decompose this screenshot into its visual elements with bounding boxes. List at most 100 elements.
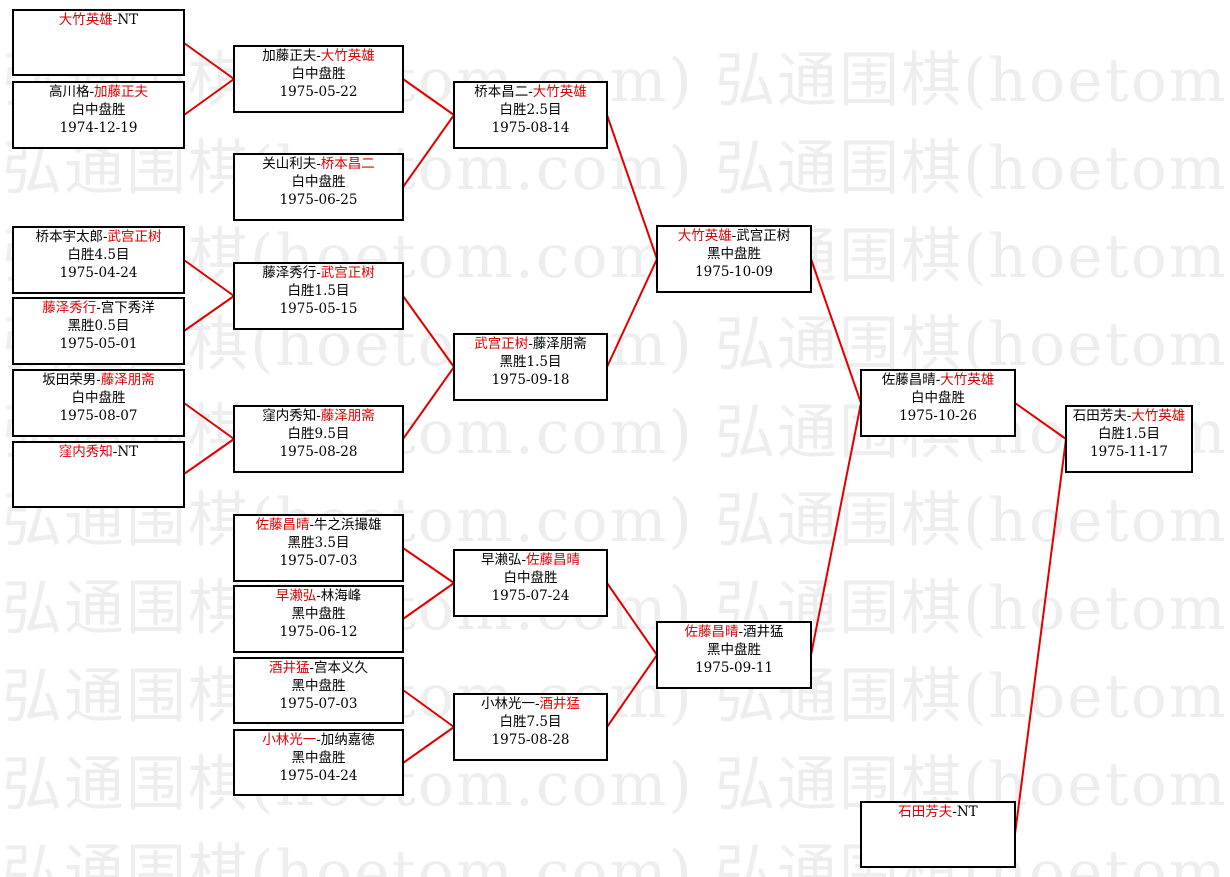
match-result: 白中盘胜 [911,390,965,406]
player-winner: 石田芳夫 [898,804,953,820]
match-result: 白中盘胜 [291,66,346,82]
match-players: 石田芳夫-大竹英雄 [1067,407,1191,425]
connector-line [402,582,455,620]
match-box: 佐藤昌晴-大竹英雄 白中盘胜 1975-10-26 [860,369,1016,437]
player-separator: - [89,84,95,100]
match-players: 酒井猛-宫本义久 [235,659,402,677]
match-players: 佐藤昌晴-大竹英雄 [862,371,1014,389]
match-date: 1975-04-24 [279,768,358,784]
player-winner: 武宫正树 [320,265,375,281]
match-date: 1975-06-12 [279,624,358,640]
player-winner: 大竹英雄 [1131,408,1186,424]
match-box-final: 石田芳夫-大竹英雄 白胜1.5目 1975-11-17 [1065,405,1193,473]
connector-line [183,259,235,297]
player-loser: 加藤正夫 [262,48,317,64]
match-result: 黑胜0.5目 [67,318,130,334]
connector-line [1014,402,1067,440]
match-box: 大竹英雄-NT [12,9,185,76]
player-separator: - [316,588,321,604]
connector-line [606,582,658,656]
connector-line [183,42,235,80]
player-separator: - [952,804,957,820]
match-players: 佐藤昌晴-牛之浜撮雄 [235,516,402,534]
connector-line [810,258,862,404]
player-separator: - [112,12,118,28]
player-loser: 藤泽朋斋 [532,336,587,352]
match-date: 1975-05-01 [59,336,138,352]
match-date: 1975-08-07 [59,408,138,424]
player-loser: 宫本义久 [314,660,369,676]
player-loser: 早濑弘 [480,552,522,568]
connector-line [1014,438,1067,835]
player-winner: 大竹英雄 [320,48,375,64]
player-loser: 桥本宇太郎 [35,229,103,245]
match-date: 1974-12-19 [59,120,138,136]
match-players: 关山利夫-桥本昌二 [235,155,402,173]
match-result: 黑胜1.5目 [499,354,562,370]
player-separator: - [316,408,321,424]
match-box: 窪内秀知-NT [12,441,185,508]
match-box: 早濑弘-佐藤昌晴 白中盘胜 1975-07-24 [453,549,608,617]
match-players: 坂田荣男-藤泽朋斋 [14,371,183,389]
match-box: 小林光一-加纳嘉徳 黑中盘胜 1975-04-24 [233,729,404,796]
match-box: 加藤正夫-大竹英雄 白中盘胜 1975-05-22 [233,45,404,113]
player-winner: 窪内秀知 [58,444,113,460]
match-result: 黑中盘胜 [291,606,346,622]
match-players: 大竹英雄-武宫正树 [658,227,810,245]
player-separator: - [309,660,315,676]
match-date: 1975-10-09 [695,264,773,280]
player-separator: - [96,372,101,388]
match-box: 小林光一-酒井猛 白胜7.5目 1975-08-28 [453,693,608,761]
match-players: 藤泽秀行-武宫正树 [235,264,402,282]
match-players: 高川格-加藤正夫 [14,83,183,101]
match-box: 坂田荣男-藤泽朋斋 白中盘胜 1975-08-07 [12,369,185,437]
player-winner: 大竹英雄 [677,228,732,244]
player-loser: 桥本昌二 [474,84,529,100]
connector-line [183,402,235,440]
player-separator: - [112,444,118,460]
player-winner: 佐藤昌晴 [684,624,739,640]
player-loser: 坂田荣男 [42,372,97,388]
player-opponent: NT [117,444,139,460]
match-date: 1975-05-22 [279,84,358,100]
match-players: 窪内秀知-藤泽朋斋 [235,407,402,425]
player-separator: - [528,336,533,352]
match-result: 白中盘胜 [71,390,126,406]
player-separator: - [316,48,321,64]
player-winner: 藤泽秀行 [42,300,97,316]
match-date: 1975-10-26 [899,408,977,424]
match-date: 1975-07-03 [279,696,358,712]
player-separator: - [96,300,101,316]
player-separator: - [102,229,108,245]
player-loser: 高川格 [48,84,90,100]
match-result: 白中盘胜 [71,102,126,118]
connector-line [810,402,862,656]
match-box: 桥本昌二-大竹英雄 白胜2.5目 1975-08-14 [453,81,608,149]
match-date: 1975-08-28 [491,732,570,748]
match-box: 早濑弘-林海峰 黑中盘胜 1975-06-12 [233,585,404,653]
player-loser: 牛之浜撮雄 [314,517,382,533]
player-winner: 大竹英雄 [532,84,587,100]
match-box: 石田芳夫-NT [860,801,1016,868]
player-winner: 佐藤昌晴 [526,552,581,568]
match-players: 窪内秀知-NT [14,443,183,461]
connector-line [402,114,455,188]
player-loser: 林海峰 [320,588,362,604]
match-result: 黑中盘胜 [707,642,761,658]
match-players: 大竹英雄-NT [14,11,183,29]
match-date: 1975-09-11 [695,660,773,676]
player-loser: 宫下秀洋 [100,300,155,316]
player-winner: 酒井猛 [539,696,581,712]
connector-line [402,295,455,368]
match-box: 武宫正树-藤泽朋斋 黑胜1.5目 1975-09-18 [453,333,608,401]
connector-line [402,366,455,440]
match-date: 1975-06-25 [279,192,358,208]
player-separator: - [309,517,315,533]
player-winner: 佐藤昌晴 [255,517,310,533]
match-players: 石田芳夫-NT [862,803,1014,821]
player-loser: 武宫正树 [736,228,791,244]
match-box: 佐藤昌晴-酒井猛 黑中盘胜 1975-09-11 [656,621,812,689]
match-result: 白中盘胜 [291,174,346,190]
match-date: 1975-08-28 [279,444,358,460]
